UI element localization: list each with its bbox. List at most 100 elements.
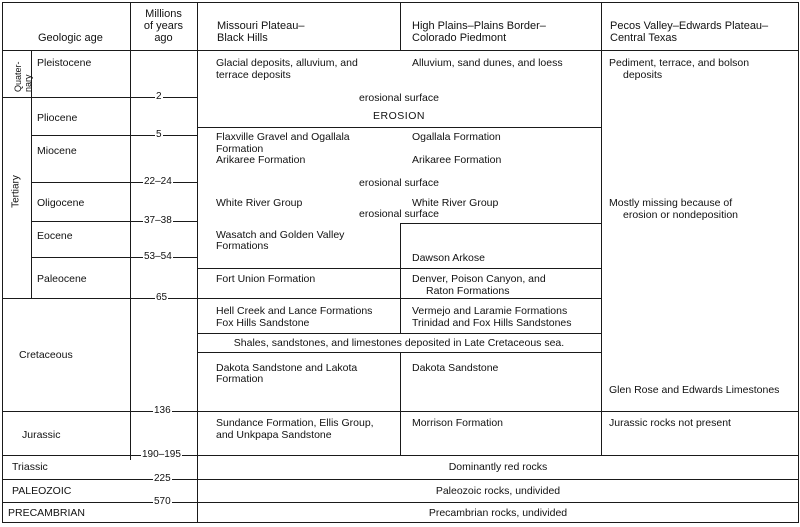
era-paleozoic: PALEOZOIC [12,485,72,497]
missouri-jurassic-1: Sundance Formation, Ellis Group, [216,417,374,429]
header-pecos-2: Central Texas [610,32,678,44]
triassic-span: Dominantly red rocks [448,461,548,473]
epoch-pliocene: Pliocene [37,112,78,124]
highplains-miocene-1: Ogallala Formation [412,131,501,143]
epoch-eocene: Eocene [37,230,73,242]
missouri-miocene-3: Arikaree Formation [216,154,306,166]
divider-highplains-pecos [601,2,602,455]
rule-quaternary-tertiary [2,97,130,98]
highplains-eocene: Dawson Arkose [412,252,485,264]
header-highplains-1: High Plains–Plains Border– [412,20,546,32]
paleozoic-span: Paleozoic rocks, undivided [435,485,561,497]
rule-shales-bottom [197,352,601,353]
header-highplains-2: Colorado Piedmont [412,32,507,44]
pecos-pleistocene-1: Pediment, terrace, and bolson [609,57,750,69]
rule-jurassic-top [197,411,799,412]
header-ago: ago [154,32,173,44]
rule-highplains-eocene [400,223,601,224]
table-border-left [2,2,3,523]
header-geologic-age: Geologic age [38,32,103,44]
age-label-37: 37–38 [143,215,173,226]
missouri-miocene-1: Flaxville Gravel and Ogallala [216,131,350,143]
highplains-pleistocene: Alluvium, sand dunes, and loess [412,57,563,69]
period-jurassic: Jurassic [22,429,61,441]
missouri-eocene-1: Wasatch and Golden Valley [216,229,345,241]
missouri-pleistocene-1: Glacial deposits, alluvium, and [216,57,358,69]
table-border-right [798,2,799,523]
age-label-225: 225 [153,473,172,484]
age-label-5: 5 [155,129,163,140]
divider-mya-missouri [197,2,198,523]
highplains-dakota: Dakota Sandstone [412,362,499,374]
period-triassic: Triassic [12,461,48,473]
era-quaternary-2: nary [22,52,34,92]
epoch-pleistocene: Pleistocene [37,57,92,69]
age-label-22: 22–24 [143,176,173,187]
epoch-miocene: Miocene [37,145,77,157]
rule-shales-top [197,333,601,334]
divider-missouri-highplains-3 [400,352,401,455]
missouri-miocene-2: Formation [216,143,264,155]
header-missouri-2: Black Hills [217,32,268,44]
rule-cretaceous-jurassic [2,411,130,412]
highplains-cretaceous-1: Vermejo and Laramie Formations [412,305,568,317]
missouri-pleistocene-2: terrace deposits [216,69,291,81]
divider-missouri-highplains [400,2,401,51]
precambrian-span: Precambrian rocks, undivided [428,507,568,519]
shales-span: Shales, sandstones, and limestones depos… [233,337,565,349]
missouri-oligocene: White River Group [216,197,303,209]
age-label-190: 190–195 [141,449,182,460]
rule-miocene-oligocene [31,182,130,183]
rule-eocene-paleocene [31,257,130,258]
pecos-jurassic: Jurassic rocks not present [609,417,731,429]
highplains-miocene-2: Arikaree Formation [412,154,502,166]
erosional-surface-pliocene: erosional surface [359,92,439,104]
rule-triassic-paleozoic [2,479,799,480]
missouri-paleocene: Fort Union Formation [216,273,316,285]
pecos-tertiary-2: erosion or nondeposition [623,209,738,221]
rule-missouri-highplains-pliocene [197,127,601,128]
rule-missouri-cretaceous-top [197,298,601,299]
missouri-dakota-2: Formation [216,373,264,385]
erosion-label: EROSION [373,110,425,122]
divider-missouri-highplains-2 [400,223,401,333]
period-cretaceous: Cretaceous [19,349,73,361]
era-precambrian: PRECAMBRIAN [8,507,86,519]
age-label-570: 570 [153,496,172,507]
pecos-pleistocene-2: deposits [623,69,663,81]
rule-pliocene-miocene [31,135,130,136]
rule-missouri-paleocene-top [197,268,601,269]
table-border-bottom [2,522,799,523]
highplains-cretaceous-2: Trinidad and Fox Hills Sandstones [412,317,572,329]
age-label-53: 53–54 [143,251,173,262]
age-tick-5 [130,135,197,136]
rule-paleozoic-precambrian [2,502,799,503]
age-label-65: 65 [155,292,169,303]
era-quaternary-label-2: nary [23,74,33,92]
epoch-paleocene: Paleocene [37,273,87,285]
erosional-surface-eocene: erosional surface [359,208,439,220]
highplains-paleocene-2: Raton Formations [426,285,510,297]
rule-jurassic-triassic [2,455,799,456]
pecos-cretaceous: Glen Rose and Edwards Limestones [609,384,780,396]
age-label-136: 136 [153,405,172,416]
header-missouri-1: Missouri Plateau– [217,20,305,32]
erosional-surface-oligocene: erosional surface [359,177,439,189]
divider-age-mya [130,2,131,460]
highplains-jurassic: Morrison Formation [412,417,504,429]
header-millions: Millions [145,8,182,20]
era-tertiary: Tertiary [10,175,22,208]
rule-oligocene-eocene [31,221,130,222]
highplains-paleocene-1: Denver, Poison Canyon, and [412,273,546,285]
missouri-cretaceous-2: Fox Hills Sandstone [216,317,310,329]
age-tick-2 [130,97,197,98]
highplains-oligocene: White River Group [412,197,499,209]
age-label-2: 2 [155,91,163,102]
divider-era-epoch [31,50,32,298]
pecos-tertiary-1: Mostly missing because of [609,197,733,209]
missouri-eocene-2: Formations [216,240,269,252]
header-pecos-1: Pecos Valley–Edwards Plateau– [610,20,769,32]
rule-tertiary-cretaceous [2,298,130,299]
missouri-dakota-1: Dakota Sandstone and Lakota [216,362,358,374]
